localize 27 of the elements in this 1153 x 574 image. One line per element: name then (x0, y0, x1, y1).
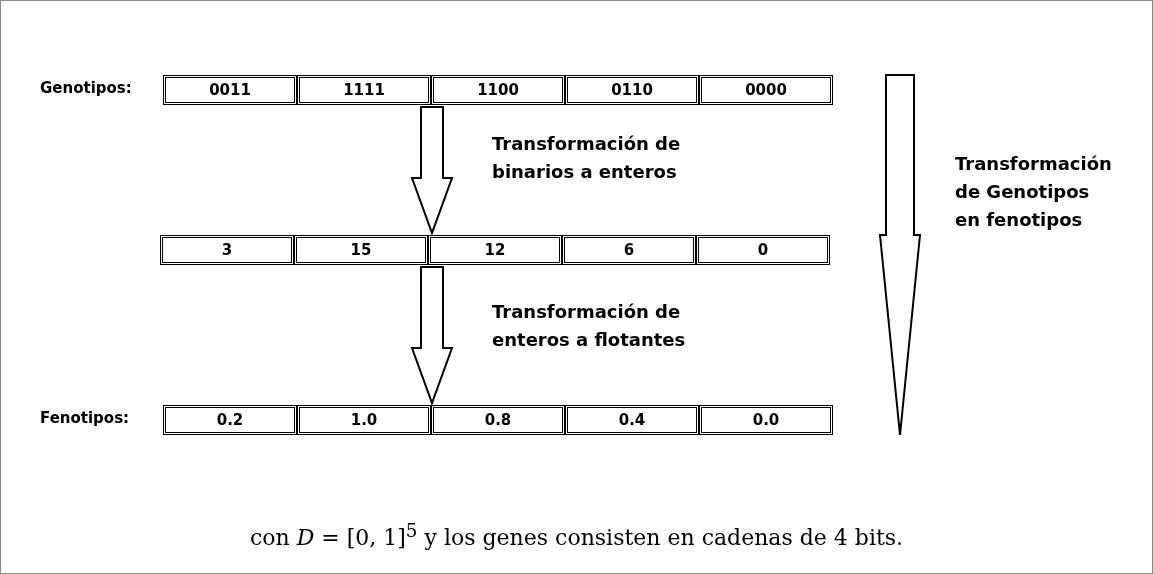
value-cell: 0 (696, 235, 830, 265)
row-heading: Genotipos: (40, 79, 132, 97)
value-cell: 1.0 (297, 405, 431, 435)
bar-strip (160, 235, 830, 265)
value-cell: 0.4 (565, 405, 699, 435)
edge-label: Transformación de enteros a flotantes (492, 300, 687, 352)
row-group (40, 405, 833, 435)
hollow-arrow (878, 74, 922, 436)
value-cell: 0000 (699, 75, 833, 105)
value-cell: 1111 (297, 75, 431, 105)
value-cell: 0011 (163, 75, 297, 105)
value-cell: 0110 (565, 75, 699, 105)
value-cell: 0.8 (431, 405, 565, 435)
value-cell: 6 (562, 235, 696, 265)
edge-label: Transformación de binarios a enteros (492, 132, 682, 184)
value-cell: 15 (294, 235, 428, 265)
value-cell: 0.2 (163, 405, 297, 435)
edge-label: Transformación de Genotipos en fenotipos (955, 152, 1113, 232)
row-group (40, 75, 833, 105)
row-heading: Fenotipos: (40, 409, 130, 427)
hollow-arrow (410, 106, 454, 236)
value-cell: 1100 (431, 75, 565, 105)
caption: con D = [0, 1]$^{5}$ y los genes consisten en cadenas de 4 bits. (248, 520, 905, 551)
hollow-arrow (410, 266, 454, 406)
value-cell: 12 (428, 235, 562, 265)
value-cell: 3 (160, 235, 294, 265)
value-cell: 0.0 (699, 405, 833, 435)
